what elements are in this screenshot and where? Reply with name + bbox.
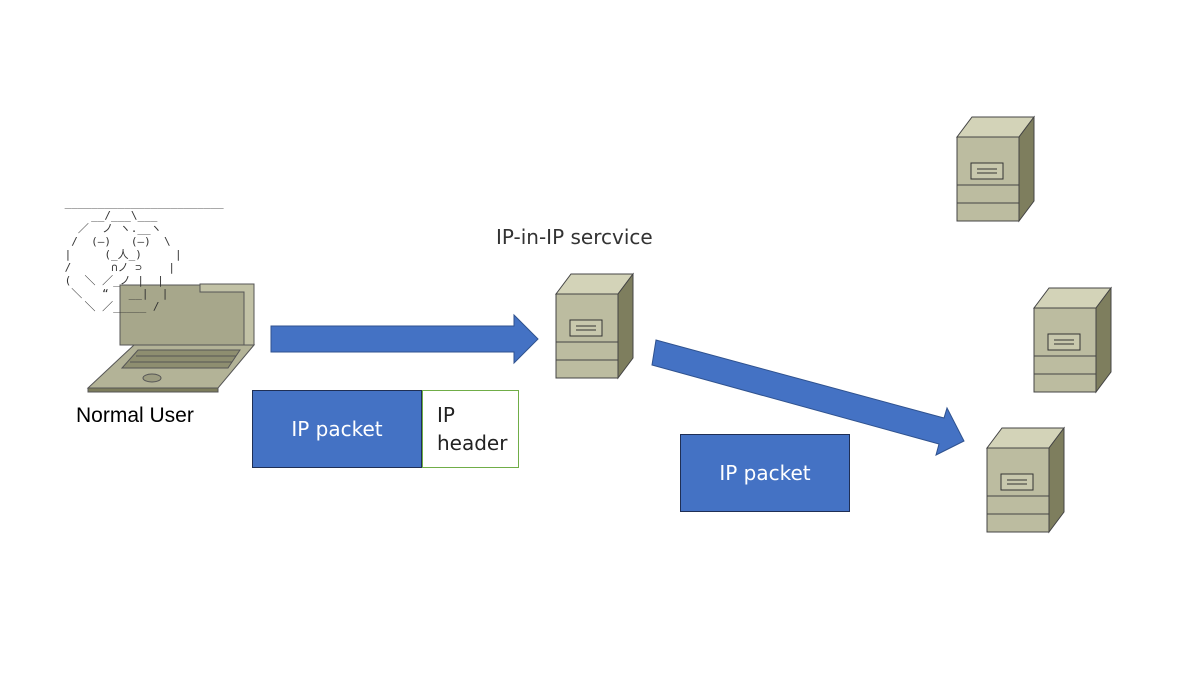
ip-packet-box-forwarded: IP packet	[680, 434, 850, 512]
ip-header-box: IP header	[422, 390, 519, 468]
user-label: Normal User	[76, 404, 194, 427]
server-icon	[956, 116, 1035, 222]
ip-header-label-line1: IP	[437, 403, 455, 427]
server-icon	[1033, 287, 1112, 393]
service-label: IP-in-IP sercvice	[496, 225, 653, 249]
ascii-art-face: ________________________ __/___\___ ／ ノ …	[64, 196, 224, 313]
laptop-icon	[86, 283, 256, 393]
target-server-icon	[986, 427, 1065, 533]
ip-packet-box: IP packet	[252, 390, 422, 468]
ip-packet-label: IP packet	[719, 461, 811, 485]
ip-packet-label: IP packet	[291, 417, 383, 441]
ip-header-label-line2: header	[437, 431, 508, 455]
arrow-user-to-service	[270, 313, 539, 365]
arrow-service-to-server	[651, 339, 965, 456]
service-server-icon	[555, 273, 634, 379]
